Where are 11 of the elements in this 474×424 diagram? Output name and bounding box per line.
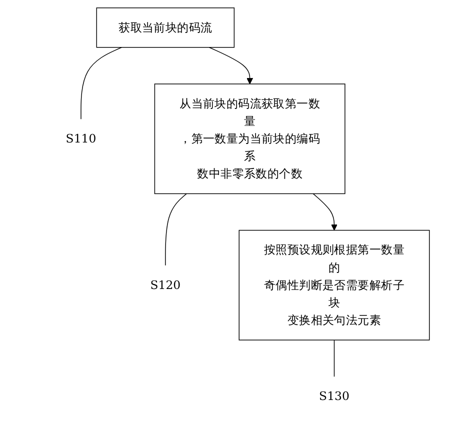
connector — [165, 193, 188, 266]
arrow — [209, 47, 254, 84]
node-text: S110 — [66, 132, 97, 146]
node-box: 从当前块的码流获取第一数量，第一数量为当前块的编码系数中非零系数的个数 — [154, 84, 346, 194]
node-box: 获取当前块的码流 — [96, 8, 235, 48]
connector — [334, 340, 335, 377]
arrow — [313, 193, 338, 231]
connector — [81, 47, 122, 120]
node-text: S130 — [319, 389, 350, 403]
node-box: 按照预设规则根据第一数量的奇偶性判断是否需要解析子块变换相关句法元素 — [239, 230, 430, 340]
node-text: S120 — [150, 278, 181, 292]
